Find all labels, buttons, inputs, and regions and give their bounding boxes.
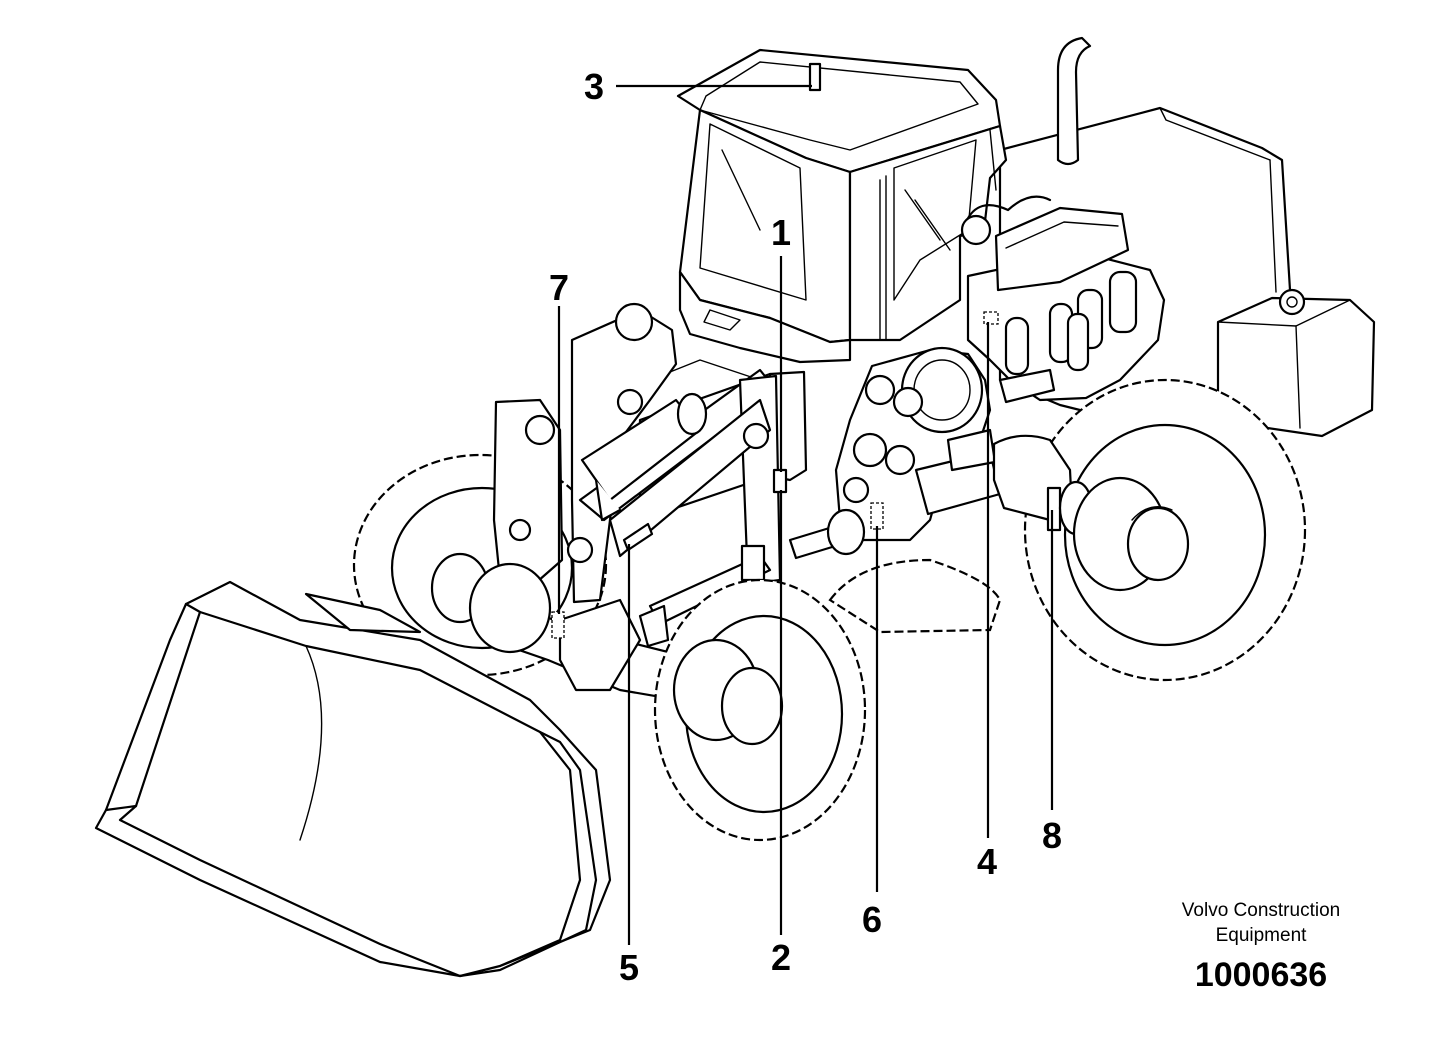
callout-2: 2 xyxy=(771,937,791,978)
callout-5: 5 xyxy=(619,947,639,988)
bucket xyxy=(94,580,612,978)
brand-line-1: Volvo Construction xyxy=(1182,900,1340,921)
rear-left-wheel xyxy=(828,558,1002,634)
engine xyxy=(960,195,1166,404)
callout-6: 6 xyxy=(862,899,882,940)
brand-line-2: Equipment xyxy=(1216,925,1308,946)
callout-3: 3 xyxy=(584,66,604,107)
transmission xyxy=(834,346,1002,542)
lift-arm xyxy=(492,302,788,604)
callout-8: 8 xyxy=(1042,815,1062,856)
callout-7: 7 xyxy=(549,267,569,308)
drive-shaft xyxy=(638,508,866,648)
exhaust-pipe xyxy=(1056,36,1092,166)
part-number: 1000636 xyxy=(1195,956,1327,994)
leader-lines xyxy=(557,84,1054,945)
callout-1: 1 xyxy=(771,212,791,253)
callout-4: 4 xyxy=(977,841,997,882)
cab xyxy=(676,48,1008,364)
counterweight xyxy=(1216,288,1376,438)
front-hubs xyxy=(430,552,784,746)
